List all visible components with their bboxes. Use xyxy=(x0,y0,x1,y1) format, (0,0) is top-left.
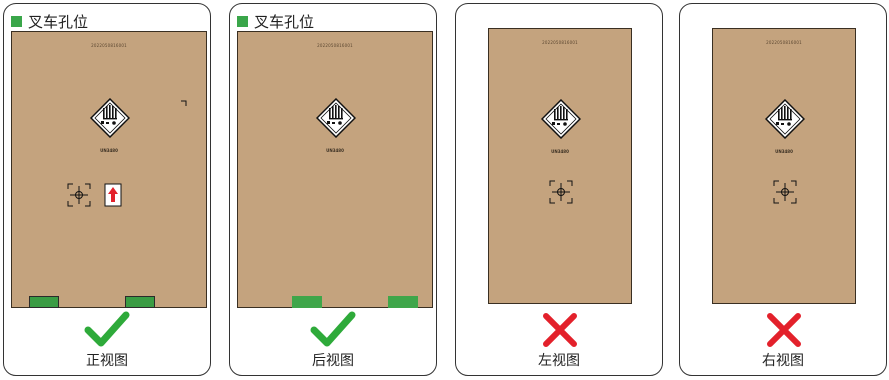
view-caption: 左视图 xyxy=(538,353,580,369)
cross-icon xyxy=(543,313,577,347)
panel-back-view: 叉车孔位 2022050816001 UN3480 后视图 xyxy=(229,3,437,376)
legend: 叉车孔位 xyxy=(237,11,314,32)
legend-label: 叉车孔位 xyxy=(254,13,315,31)
box-serial: 2022050816001 xyxy=(91,43,127,48)
shipping-box: 2022050816001 UN3480 xyxy=(237,31,433,308)
check-icon xyxy=(310,311,356,347)
legend-label: 叉车孔位 xyxy=(28,13,89,31)
view-caption: 正视图 xyxy=(86,353,128,369)
view-caption: 后视图 xyxy=(312,353,354,369)
box-serial: 2022050816001 xyxy=(317,43,353,48)
box-serial: 2022050816001 xyxy=(542,40,578,45)
cross-icon xyxy=(767,313,801,347)
hazard-class9-icon xyxy=(316,98,356,138)
forklift-hole-left xyxy=(29,296,59,308)
box-serial: 2022050816001 xyxy=(766,40,802,45)
this-way-up-icon xyxy=(104,183,122,207)
shipping-box: 2022050816001 UN3480 xyxy=(11,31,207,308)
panel-right-view: 2022050816001 UN3480 右视图 xyxy=(679,3,887,376)
view-caption: 右视图 xyxy=(762,353,804,369)
hazard-class9-icon xyxy=(765,99,805,139)
un-number: UN3480 xyxy=(100,148,118,153)
panel-left-view: 2022050816001 UN3480 左视图 xyxy=(455,3,663,376)
hazard-class9-icon xyxy=(90,98,130,138)
un-number: UN3480 xyxy=(326,148,344,153)
legend-swatch xyxy=(237,16,248,27)
forklift-hole-right xyxy=(388,296,418,308)
center-of-gravity-icon xyxy=(773,180,797,204)
forklift-hole-left xyxy=(292,296,322,308)
center-of-gravity-icon xyxy=(67,183,91,207)
corner-mark-icon xyxy=(181,100,187,106)
shipping-box: 2022050816001 UN3480 xyxy=(488,28,632,304)
panel-front-view: 叉车孔位 2022050816001 UN3480 xyxy=(3,3,211,376)
shipping-box: 2022050816001 UN3480 xyxy=(712,28,856,304)
legend-swatch xyxy=(11,16,22,27)
legend: 叉车孔位 xyxy=(11,11,88,32)
check-icon xyxy=(84,311,130,347)
forklift-hole-right xyxy=(125,296,155,308)
un-number: UN3480 xyxy=(775,149,793,154)
hazard-class9-icon xyxy=(541,99,581,139)
un-number: UN3480 xyxy=(551,149,569,154)
center-of-gravity-icon xyxy=(549,180,573,204)
